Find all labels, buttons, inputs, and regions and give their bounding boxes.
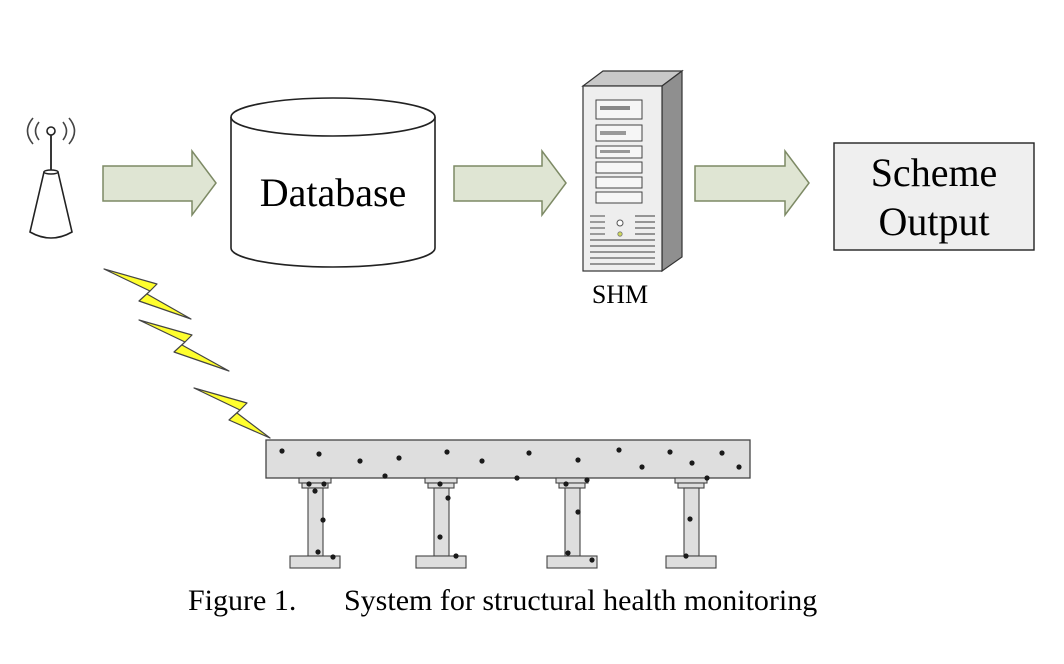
- sensor-dot-icon: [445, 495, 451, 501]
- sensor-dot-icon: [312, 488, 318, 494]
- sensor-dot-icon: [575, 509, 581, 515]
- sensor-dot-icon: [357, 458, 363, 464]
- sensor-dot-icon: [321, 481, 327, 487]
- sensor-dot-icon: [316, 451, 322, 457]
- sensor-dot-icon: [479, 458, 485, 464]
- bridge-deck: [265, 439, 751, 479]
- arrow-icon: [102, 148, 217, 218]
- sensor-dot-icon: [616, 447, 622, 453]
- sensor-dot-icon: [453, 553, 459, 559]
- bridge-pier: [546, 477, 598, 569]
- sensor-dot-icon: [565, 550, 571, 556]
- sensor-dot-icon: [575, 457, 581, 463]
- sensor-dot-icon: [563, 481, 569, 487]
- sensor-dot-icon: [514, 475, 520, 481]
- arrow-icon: [694, 148, 810, 218]
- shm-label: SHM: [592, 280, 648, 309]
- sensor-dot-icon: [639, 464, 645, 470]
- sensor-dot-icon: [683, 553, 689, 559]
- database-label: Database: [260, 170, 407, 215]
- sensor-dot-icon: [719, 450, 725, 456]
- scheme-output-label-line1: Scheme: [871, 150, 998, 195]
- sensor-dot-icon: [736, 464, 742, 470]
- lightning-icon: [138, 319, 230, 372]
- bridge-pier: [415, 477, 467, 569]
- sensor-dot-icon: [689, 460, 695, 466]
- scheme-output-box: [833, 142, 1035, 251]
- bridge-structure: [265, 439, 751, 569]
- sensor-dot-icon: [589, 557, 595, 563]
- sensor-dot-icon: [584, 477, 590, 483]
- bridge-pier: [289, 477, 341, 569]
- sensor-dot-icon: [320, 517, 326, 523]
- sensor-dot-icon: [330, 554, 336, 560]
- sensor-dot-icon: [704, 475, 710, 481]
- sensor-dot-icon: [306, 481, 312, 487]
- figure-caption-number: Figure 1.: [188, 584, 296, 617]
- sensor-dot-icon: [396, 455, 402, 461]
- scheme-output-label-line2: Output: [878, 199, 989, 244]
- lightning-icon: [103, 268, 192, 320]
- server-icon: [581, 69, 684, 273]
- sensor-dot-icon: [437, 534, 443, 540]
- sensor-dot-icon: [526, 450, 532, 456]
- sensor-dot-icon: [687, 516, 693, 522]
- sensor-dot-icon: [279, 448, 285, 454]
- sensor-dot-icon: [667, 449, 673, 455]
- arrow-icon: [453, 148, 567, 218]
- sensor-dots: [279, 447, 742, 563]
- sensor-dot-icon: [437, 481, 443, 487]
- figure-caption-text: System for structural health monitoring: [344, 584, 817, 617]
- sensor-dot-icon: [315, 549, 321, 555]
- lightning-icon: [193, 387, 271, 439]
- antenna-icon: [26, 117, 76, 239]
- database-icon: [230, 97, 436, 268]
- sensor-dot-icon: [382, 473, 388, 479]
- sensor-dot-icon: [444, 449, 450, 455]
- bridge-pier: [665, 477, 717, 569]
